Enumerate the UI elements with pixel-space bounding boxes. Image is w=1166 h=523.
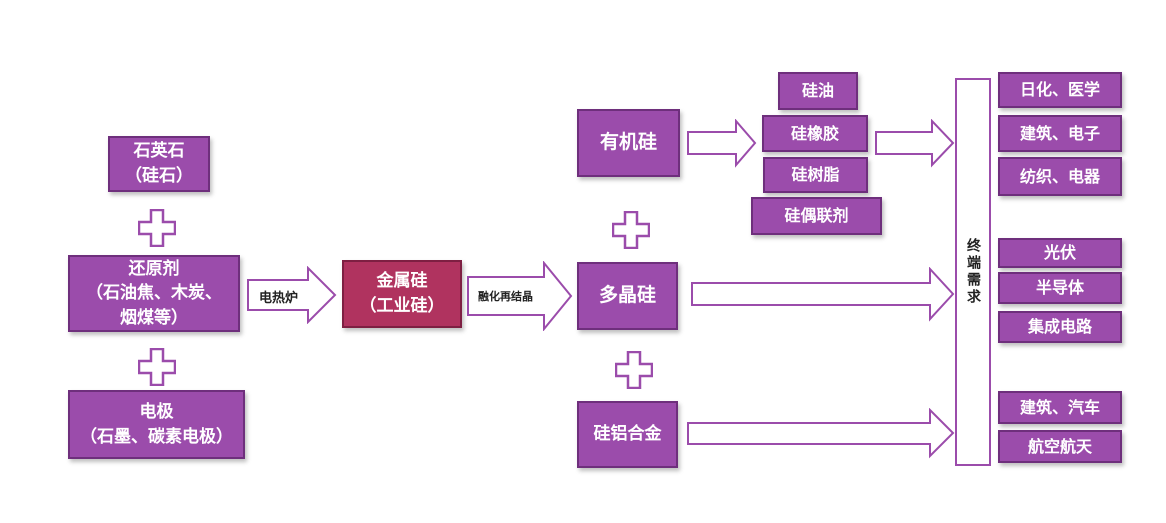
application-box: 航空航天 <box>998 430 1122 463</box>
silicone-rubber-label: 硅橡胶 <box>790 123 839 143</box>
organic-silicon-label: 有机硅 <box>599 131 657 154</box>
reducer-sublabel: （石油焦、木炭、 <box>86 283 222 304</box>
application-box: 纺织、电器 <box>998 157 1122 196</box>
silicone-resin-label: 硅树脂 <box>791 165 840 185</box>
silane-coupling-agent-box: 硅偶联剂 <box>751 197 882 235</box>
reducer-label: 还原剂 <box>128 258 180 279</box>
application-box: 建筑、电子 <box>998 115 1122 152</box>
electrode-sublabel: （石墨、碳素电极） <box>80 426 233 447</box>
application-box: 集成电路 <box>998 311 1122 343</box>
end-demand-box: 终端需求 <box>955 78 991 466</box>
polysilicon-label: 多晶硅 <box>598 284 656 307</box>
silicone-resin-box: 硅树脂 <box>763 157 868 193</box>
silane-coupling-agent-label: 硅偶联剂 <box>784 206 849 226</box>
reducer-box: 还原剂 （石油焦、木炭、 烟煤等） <box>68 255 240 332</box>
application-box: 半导体 <box>998 272 1122 304</box>
reducer-sublabel-2: 烟煤等） <box>120 307 188 328</box>
plus-icon <box>615 351 653 389</box>
application-box: 光伏 <box>998 238 1122 268</box>
plus-icon <box>138 209 176 247</box>
plus-icon <box>138 348 176 386</box>
application-label: 航空航天 <box>1027 436 1092 456</box>
plus-icon <box>612 211 650 249</box>
application-box: 建筑、汽车 <box>998 391 1122 424</box>
arrow-icon <box>687 408 955 459</box>
arrow-icon <box>687 119 757 168</box>
electric-furnace-label: 电热炉 <box>259 291 299 306</box>
application-label: 建筑、电子 <box>1019 123 1100 143</box>
application-label: 纺织、电器 <box>1019 166 1100 186</box>
quartz-label: 石英石 <box>133 141 185 162</box>
organic-silicon-box: 有机硅 <box>577 109 680 177</box>
metal-silicon-sublabel: （工业硅） <box>359 296 445 316</box>
application-label: 建筑、汽车 <box>1019 397 1100 417</box>
electrode-box: 电极 （石墨、碳素电极） <box>68 390 245 459</box>
polysilicon-box: 多晶硅 <box>577 262 678 330</box>
metal-silicon-box: 金属硅 （工业硅） <box>342 260 462 328</box>
application-label: 光伏 <box>1043 243 1076 263</box>
arrow-icon <box>467 261 573 331</box>
arrow-icon <box>247 266 337 324</box>
arrow-icon <box>875 119 955 168</box>
silicone-rubber-box: 硅橡胶 <box>762 115 868 152</box>
electrode-label: 电极 <box>139 401 174 422</box>
application-box: 日化、医学 <box>998 72 1122 108</box>
application-label: 半导体 <box>1035 278 1084 298</box>
application-label: 集成电路 <box>1027 317 1092 337</box>
end-demand-label: 终端需求 <box>965 238 981 306</box>
silicone-oil-box: 硅油 <box>778 72 858 110</box>
quartz-sublabel: （硅石） <box>125 166 193 186</box>
quartz-box: 石英石 （硅石） <box>108 136 210 192</box>
silicon-aluminum-alloy-box: 硅铝合金 <box>577 401 678 468</box>
silicon-aluminum-alloy-label: 硅铝合金 <box>593 424 662 445</box>
arrow-icon <box>691 267 955 322</box>
silicone-oil-label: 硅油 <box>801 81 834 101</box>
application-label: 日化、医学 <box>1019 80 1100 100</box>
remelt-recrystallize-label: 融化再结晶 <box>478 290 533 303</box>
metal-silicon-label: 金属硅 <box>376 271 428 292</box>
